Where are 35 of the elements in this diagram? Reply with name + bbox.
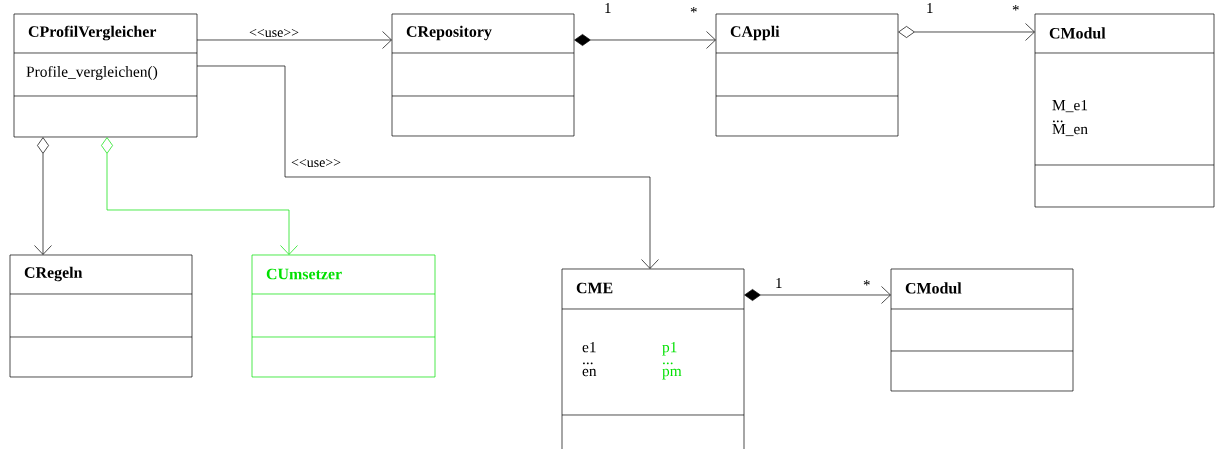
class-box	[890, 268, 1074, 392]
multiplicity: *	[863, 280, 870, 286]
attribute-list: p1 ... pm	[662, 342, 682, 380]
class-box	[1034, 13, 1215, 208]
class-name: CUmsetzer	[266, 268, 342, 280]
class-name: CAppli	[730, 25, 780, 41]
method-name: Profile_vergleichen()	[26, 65, 158, 81]
class-name: CRegeln	[24, 266, 83, 282]
attribute-list: e1 ... en	[582, 342, 597, 377]
multiplicity: 1	[927, 3, 933, 13]
multiplicity: 1	[605, 3, 611, 13]
class-box	[715, 13, 899, 137]
class-name: CME	[576, 282, 613, 294]
class-box	[13, 13, 198, 138]
multiplicity: *	[690, 7, 697, 13]
attribute-list: M_e1 ... M_en	[1052, 100, 1088, 137]
class-name: CModul	[1049, 27, 1106, 39]
arrow	[34, 137, 52, 255]
edge-label: <<use>>	[248, 27, 301, 39]
multiplicity: 1	[776, 278, 782, 288]
class-name: CRepository	[406, 25, 492, 41]
class-name: CProfilVergleicher	[28, 25, 157, 41]
class-box	[251, 254, 436, 378]
arrow	[744, 286, 891, 304]
arrow	[196, 31, 392, 49]
class-box	[391, 13, 575, 137]
edge-label: <<use>>	[290, 157, 343, 169]
class-box	[9, 254, 193, 378]
class-box	[561, 268, 745, 449]
arrow	[898, 23, 1035, 41]
arrow	[196, 65, 659, 269]
arrow	[574, 31, 716, 49]
multiplicity: *	[1012, 5, 1019, 11]
arrow	[101, 137, 298, 255]
class-name: CModul	[905, 282, 962, 294]
